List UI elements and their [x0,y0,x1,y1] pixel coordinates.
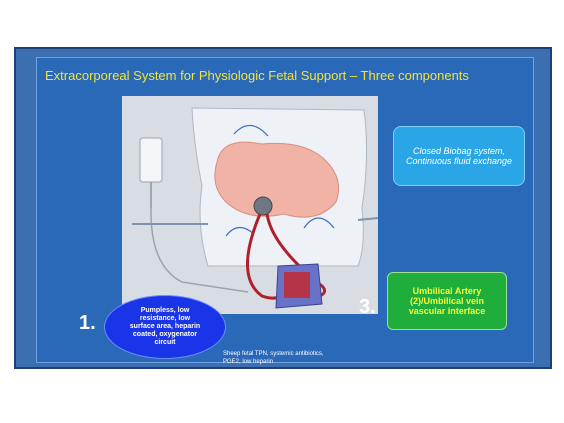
component-2-line-2: Continuous fluid exchange [405,156,513,166]
note-line-2: PGE2, low heparin [223,359,274,366]
component-1-line-2: resistance, low [139,314,191,322]
slide-title: Extracorporeal System for Physiologic Fe… [45,68,469,83]
support-note: Sheep fetal TPN, systemic antibiotics, P… [223,350,324,366]
component-2-line-1: Closed Biobag system, [412,146,506,156]
component-1-line-5: circuit [154,339,176,347]
slide-content-frame: Extracorporeal System for Physiologic Fe… [36,57,534,366]
component-3-number: 3. [359,296,376,318]
component-1-number: 1. [79,312,96,334]
iv-bag-icon [139,137,163,183]
component-3-line-2: (2)/Umbilical vein [409,296,485,306]
biobag-drawing [132,107,378,309]
slide: Extracorporeal System for Physiologic Fe… [14,47,552,369]
component-1-line-3: surface area, heparin [129,322,201,330]
component-3-line-1: Umbilical Artery [412,286,482,296]
fetal-lamb-icon [214,141,339,218]
component-1-oval: Pumpless, low resistance, low surface ar… [104,295,226,359]
biobag-illustration [122,96,378,314]
note-line-1: Sheep fetal TPN, systemic antibiotics, [223,351,324,357]
component-1-line-1: Pumpless, low [140,306,190,314]
component-2-box: Closed Biobag system, Continuous fluid e… [393,126,525,186]
component-3-box: Umbilical Artery (2)/Umbilical vein vasc… [387,272,507,330]
umbilical-connector-icon [253,196,273,216]
component-1-line-4: coated, oxygenator [132,331,198,339]
component-3-line-3: vascular interface [408,306,486,316]
